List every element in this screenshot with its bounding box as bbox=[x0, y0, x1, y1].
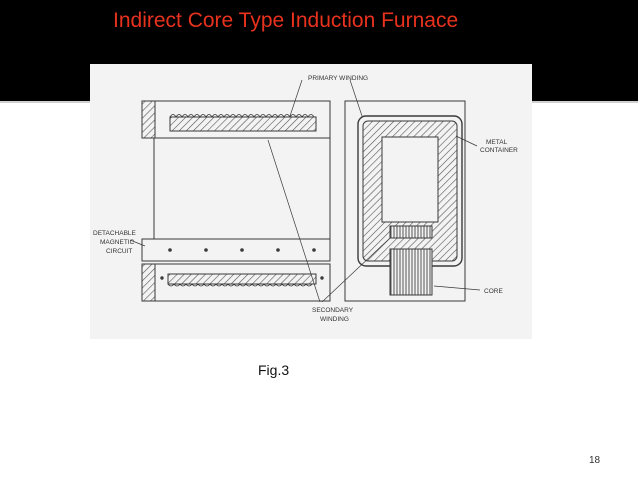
core bbox=[389, 248, 433, 296]
label-primary-winding: PRIMARY WINDING bbox=[308, 75, 368, 82]
slide-title: Indirect Core Type Induction Furnace bbox=[113, 9, 459, 32]
label-winding: WINDING bbox=[320, 316, 349, 323]
label-secondary: SECONDARY bbox=[312, 307, 354, 314]
page-number: 18 bbox=[589, 455, 601, 466]
secondary-winding-turns bbox=[167, 283, 313, 287]
side-view bbox=[141, 100, 331, 302]
label-magnetic: MAGNETIC bbox=[100, 239, 135, 246]
label-detachable: DETACHABLE bbox=[93, 230, 137, 237]
primary-winding-coil bbox=[169, 116, 317, 132]
front-view bbox=[344, 100, 466, 302]
bottom-left-hatch bbox=[141, 263, 156, 302]
furnace-diagram: PRIMARY WINDING METAL CONTAINER DETACHAB… bbox=[90, 64, 532, 339]
charge-block bbox=[389, 225, 433, 239]
figure-caption: Fig.3 bbox=[258, 362, 290, 378]
secondary-winding-coil bbox=[167, 273, 317, 285]
container-cavity bbox=[381, 136, 439, 223]
label-metal: METAL bbox=[486, 139, 508, 146]
label-container: CONTAINER bbox=[480, 147, 518, 154]
top-left-hatch bbox=[141, 100, 156, 139]
label-circuit: CIRCUIT bbox=[106, 248, 132, 255]
detachable-magnetic-circuit bbox=[141, 238, 331, 262]
chamber-body bbox=[153, 137, 331, 240]
label-core: CORE bbox=[484, 288, 503, 295]
primary-winding-turns bbox=[169, 114, 315, 118]
leader-lines bbox=[129, 79, 481, 303]
